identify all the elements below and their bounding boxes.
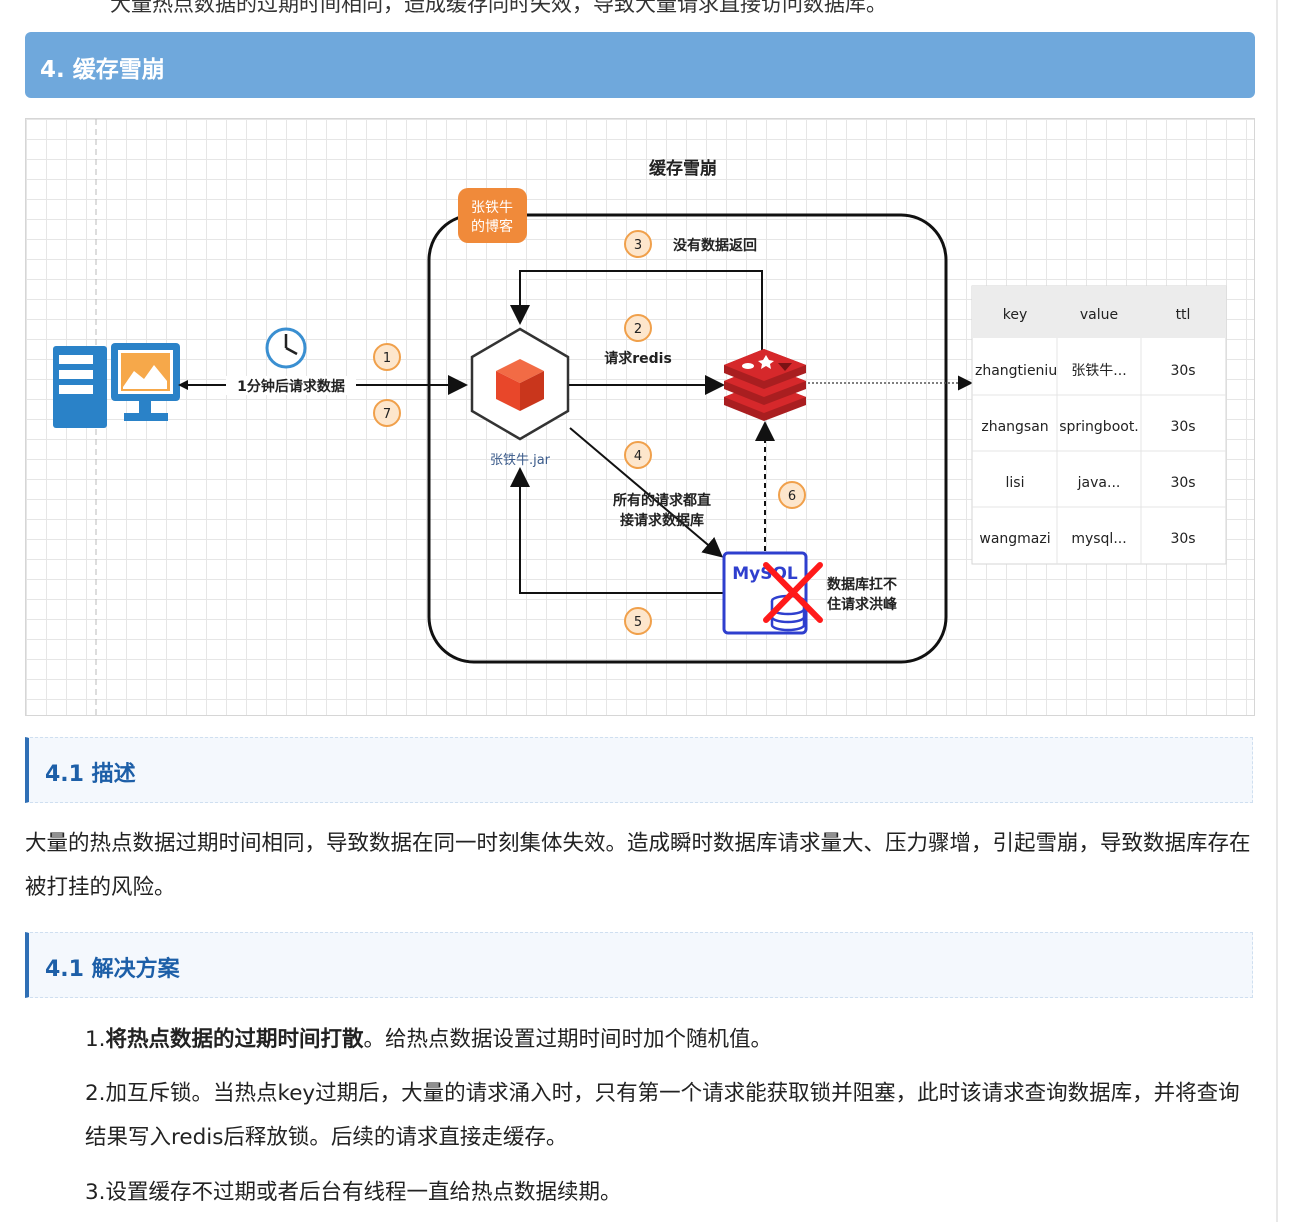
cube-jar-icon [470,327,570,441]
diagram-title: 缓存雪崩 [649,158,717,179]
cut-off-text-line: 大量热点数据的过期时间相同，造成缓存同时失效，导致大量请求直接访问数据库。 [110,0,887,16]
red-cross-icon [763,562,823,623]
direct-db-arrow [569,427,724,558]
table-cell: 30s [1170,419,1195,435]
solution-heading: 4.1 解决方案 [25,932,1253,998]
system-boundary [427,213,948,664]
db-return-arrow [510,467,723,594]
table-header-key: key [1003,307,1028,323]
table-cell: lisi [1006,475,1025,491]
solution-text: 设置缓存不过期或者后台有线程一直给热点数据续期。 [105,1180,622,1205]
table-cell: 张铁牛... [1071,363,1126,379]
step-2-badge: 2 [624,314,652,342]
step-3-text: 3 [634,238,642,253]
section-heading-text: 4. 缓存雪崩 [40,57,165,83]
table-header-bg [972,286,1226,338]
solution-heading-text: 4.1 解决方案 [45,957,180,982]
table-cell: springboot. [1059,419,1139,435]
client-label-bg [226,376,356,395]
table-cell: zhangtieniu [975,363,1057,379]
step-1-badge: 1 [373,343,401,371]
solution-item: 2.加互斥锁。当热点key过期后，大量的请求涌入时，只有第一个请求能获取锁并阻塞… [85,1072,1245,1160]
solution-text: 加互斥锁。当热点key过期后，大量的请求涌入时，只有第一个请求能获取锁并阻塞，此… [85,1081,1240,1150]
step-5-badge: 5 [624,607,652,635]
diagram-svg: 缓存雪崩 张铁牛 的博客 1分钟后请求数据 1 7 [53,119,1227,715]
table-cell: zhangsan [981,419,1048,435]
step-6-text: 6 [788,489,796,504]
solution-number: 3. [85,1180,106,1205]
page-right-border [1276,0,1278,1222]
table-header-ttl: ttl [1176,307,1191,323]
step-7-badge: 7 [373,399,401,427]
client-request-label: 1分钟后请求数据 [237,378,345,395]
step-3-badge: 3 [624,230,652,258]
describe-paragraph: 大量的热点数据过期时间相同，导致数据在同一时刻集体失效。造成瞬时数据库请求量大、… [25,831,1251,900]
computer-monitor-icon [53,343,180,428]
solution-text: 。给热点数据设置过期时间时加个随机值。 [363,1027,773,1052]
describe-heading: 4.1 描述 [25,737,1253,803]
table-header-value: value [1080,307,1118,323]
table-cell: mysql... [1071,531,1126,547]
cache-avalanche-diagram: 缓存雪崩 张铁牛 的博客 1分钟后请求数据 1 7 [25,118,1255,716]
badge-line2: 的博客 [471,218,513,235]
step-6-badge: 6 [778,481,806,509]
db-down-label-1: 数据库扛不 [827,576,897,593]
table-cell: 30s [1170,531,1195,547]
step-4-text: 4 [634,449,642,464]
request-redis-label: 请求redis [604,350,672,367]
direct-db-label-1: 所有的请求都直 [613,492,711,509]
clock-icon [265,327,307,369]
blog-badge: 张铁牛 的博客 [458,188,527,243]
redis-icon [724,349,806,421]
table-cell: wangmazi [979,531,1050,547]
solution-number: 1. [85,1027,106,1052]
direct-db-label-2: 接请求数据库 [620,512,704,529]
no-data-return-arrow [510,270,763,357]
solution-bold-text: 将热点数据的过期时间打散 [105,1027,364,1052]
step-4-badge: 4 [624,441,652,469]
db-down-label-2: 住请求洪峰 [827,596,898,613]
solution-item: 3.设置缓存不过期或者后台有线程一直给热点数据续期。 [85,1171,1245,1215]
app-label: 张铁牛.jar [490,453,551,468]
badge-line1: 张铁牛 [471,200,513,216]
describe-heading-text: 4.1 描述 [45,762,136,787]
step-5-text: 5 [634,615,642,630]
solution-item: 1.将热点数据的过期时间打散。给热点数据设置过期时间时加个随机值。 [85,1018,1245,1062]
cache-table: key value ttl zhangtieniu 张铁牛... 30s zha… [971,285,1227,565]
section-heading: 4. 缓存雪崩 [25,32,1255,98]
table-cell: 30s [1170,363,1195,379]
step-7-text: 7 [383,407,391,422]
step-2-text: 2 [634,322,642,337]
no-data-label: 没有数据返回 [673,237,757,254]
solution-number: 2. [85,1081,106,1106]
table-cell: java... [1077,475,1121,491]
step-1-text: 1 [383,351,391,366]
response-arrow-head [178,380,188,390]
table-cell: 30s [1170,475,1195,491]
